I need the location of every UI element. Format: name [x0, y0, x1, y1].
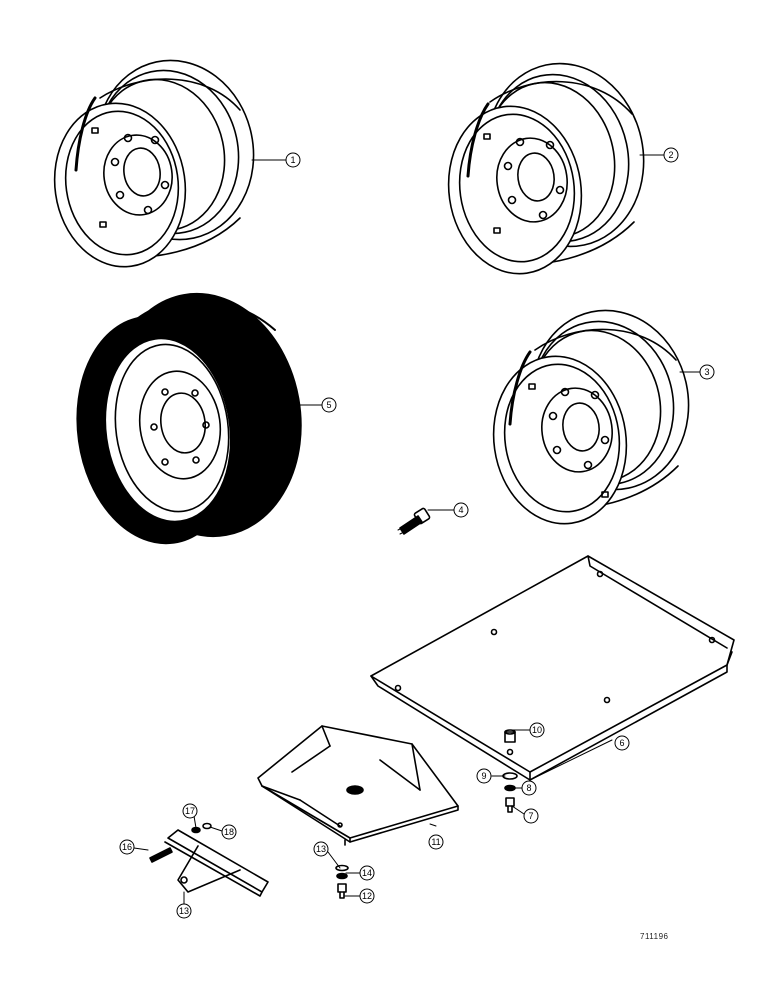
svg-text:7: 7 [528, 811, 533, 821]
svg-text:11: 11 [431, 837, 440, 847]
drawing-reference-number: 711196 [640, 932, 669, 941]
hardware-12-14 [335, 864, 349, 899]
svg-text:13: 13 [179, 906, 189, 916]
callout-16: 16 [119, 839, 135, 855]
callout-2: 2 [663, 147, 679, 163]
svg-text:2: 2 [668, 150, 673, 160]
bracket-15 [164, 829, 269, 897]
svg-text:17: 17 [185, 806, 195, 816]
svg-text:1: 1 [290, 155, 295, 165]
svg-text:3: 3 [704, 367, 709, 377]
callout-13-hardware: 13 [313, 841, 329, 857]
guard-plate-11 [257, 725, 459, 846]
wheel-rim-1 [53, 59, 255, 268]
svg-text:4: 4 [458, 505, 463, 515]
svg-text:10: 10 [532, 725, 542, 735]
callout-9: 9 [476, 768, 492, 784]
hardware-16-18 [149, 822, 212, 863]
callout-7: 7 [523, 808, 539, 824]
svg-text:6: 6 [619, 738, 624, 748]
callout-13-bracket: 13 [176, 903, 192, 919]
callout-4: 4 [453, 502, 469, 518]
svg-text:13: 13 [316, 844, 326, 854]
callout-6: 6 [614, 735, 630, 751]
callout-11: 11 [428, 834, 444, 850]
leader-lines [133, 154, 701, 907]
svg-text:12: 12 [362, 891, 372, 901]
svg-text:5: 5 [326, 400, 331, 410]
svg-text:14: 14 [362, 868, 372, 878]
floor-plate-6 [370, 555, 735, 781]
valve-stem-4 [397, 507, 431, 535]
svg-text:8: 8 [526, 783, 531, 793]
callout-5: 5 [321, 397, 337, 413]
svg-text:9: 9 [481, 771, 486, 781]
callout-8: 8 [521, 780, 537, 796]
wheel-rim-2 [447, 62, 645, 275]
tire-and-wheel-5 [76, 292, 302, 545]
wheel-rim-3 [492, 309, 690, 525]
callout-17: 17 [182, 803, 198, 819]
callout-3: 3 [699, 364, 715, 380]
callout-12: 12 [359, 888, 375, 904]
svg-text:16: 16 [122, 842, 132, 852]
callout-1: 1 [285, 152, 301, 168]
callout-10: 10 [529, 722, 545, 738]
svg-text:18: 18 [224, 827, 234, 837]
callout-18: 18 [221, 824, 237, 840]
callout-14: 14 [359, 865, 375, 881]
